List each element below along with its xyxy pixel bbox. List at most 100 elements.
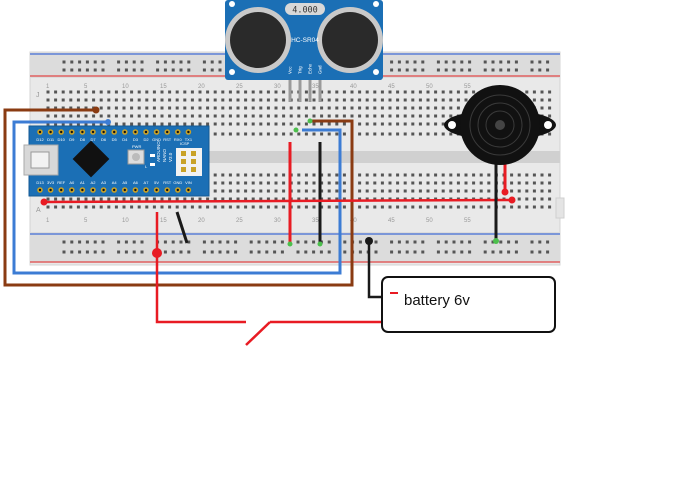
breadboard-hole [405, 68, 409, 72]
breadboard-hole [244, 90, 248, 94]
breadboard-hole [373, 98, 377, 102]
breadboard-hole [530, 250, 534, 254]
breadboard-hole [296, 240, 300, 244]
breadboard-hole [418, 132, 422, 136]
breadboard-hole [342, 98, 346, 102]
breadboard-hole [93, 68, 97, 72]
breadboard-hole [206, 106, 210, 110]
breadboard-hole [132, 250, 136, 254]
breadboard-hole [297, 132, 301, 136]
breadboard-hole [472, 189, 476, 193]
breadboard-hole [84, 106, 88, 110]
breadboard-hole [548, 114, 552, 118]
breadboard-hole [540, 98, 544, 102]
arduino-pin-label: D9 [69, 137, 75, 142]
breadboard-column-labels: 1155101015152020252530303535404045455050… [46, 84, 471, 224]
breadboard-hole [327, 240, 331, 244]
breadboard-hole [388, 114, 392, 118]
breadboard-hole [171, 240, 175, 244]
breadboard-hole [320, 197, 324, 201]
breadboard-hole [327, 122, 331, 126]
breadboard-hole [218, 250, 222, 254]
breadboard-hole [548, 205, 552, 209]
breadboard-hole [210, 60, 214, 64]
breadboard-hole [137, 114, 141, 118]
breadboard-hole [441, 173, 445, 177]
breadboard-hole [312, 132, 316, 136]
breadboard-hole [190, 205, 194, 209]
breadboard-hole [426, 181, 430, 185]
column-label: 5 [84, 84, 88, 90]
breadboard-hole [114, 90, 118, 94]
column-label: 45 [388, 84, 395, 90]
breadboard-hole [282, 106, 286, 110]
column-label: 55 [464, 84, 471, 90]
breadboard-hole [289, 132, 293, 136]
breadboard-hole [213, 181, 217, 185]
breadboard-hole [365, 122, 369, 126]
piezo-buzzer [444, 85, 556, 165]
breadboard-hole [411, 98, 415, 102]
breadboard-hole [228, 114, 232, 118]
breadboard-hole [107, 114, 111, 118]
arduino-pin-hole [81, 188, 84, 192]
breadboard-hole [456, 106, 460, 110]
breadboard-hole [117, 240, 121, 244]
breadboard-hole [426, 205, 430, 209]
breadboard-hole [444, 240, 448, 244]
breadboard-hole [69, 98, 73, 102]
breadboard-hole [546, 60, 550, 64]
icsp-pin [181, 151, 186, 156]
breadboard-hole [249, 250, 253, 254]
sensor-pin-label: Vcc [288, 66, 293, 74]
breadboard-hole [358, 189, 362, 193]
breadboard-hole [343, 250, 347, 254]
column-label: 50 [426, 218, 433, 224]
breadboard-hole [327, 90, 331, 94]
breadboard-hole [540, 90, 544, 94]
breadboard-hole [358, 98, 362, 102]
breadboard-hole [114, 122, 118, 126]
breadboard-hole [251, 106, 255, 110]
breadboard-hole [61, 90, 65, 94]
breadboard-hole [320, 205, 324, 209]
breadboard-hole [426, 189, 430, 193]
breadboard-hole [228, 122, 232, 126]
breadboard-hole [380, 181, 384, 185]
breadboard-hole [449, 114, 453, 118]
breadboard-hole [145, 205, 149, 209]
breadboard-hole [175, 106, 179, 110]
breadboard-hole [274, 205, 278, 209]
breadboard-hole [464, 181, 468, 185]
arduino-pin-hole [70, 130, 74, 134]
breadboard-hole [530, 68, 534, 72]
breadboard-hole [202, 68, 206, 72]
breadboard-hole [507, 60, 511, 64]
breadboard-hole [175, 90, 179, 94]
breadboard-hole [175, 114, 179, 118]
breadboard-hole [335, 189, 339, 193]
breadboard-hole [358, 132, 362, 136]
breadboard-hole [228, 90, 232, 94]
breadboard-hole [259, 114, 263, 118]
breadboard-hole [78, 250, 82, 254]
breadboard-hole [46, 122, 50, 126]
sensor-crystal [285, 3, 325, 15]
breadboard-hole [114, 205, 118, 209]
breadboard-hole [396, 132, 400, 136]
breadboard-hole [411, 173, 415, 177]
breadboard-hole [244, 173, 248, 177]
breadboard-hole [335, 197, 339, 201]
breadboard-hole [137, 106, 141, 110]
breadboard-hole [507, 250, 511, 254]
breadboard-hole [388, 189, 392, 193]
breadboard-hole [160, 205, 164, 209]
breadboard-hole [213, 132, 217, 136]
breadboard-hole [525, 90, 529, 94]
breadboard-hole [532, 197, 536, 201]
breadboard-hole [413, 240, 417, 244]
breadboard-hole [70, 60, 74, 64]
breadboard-hole [160, 114, 164, 118]
breadboard-hole [449, 98, 453, 102]
breadboard-hole [342, 181, 346, 185]
